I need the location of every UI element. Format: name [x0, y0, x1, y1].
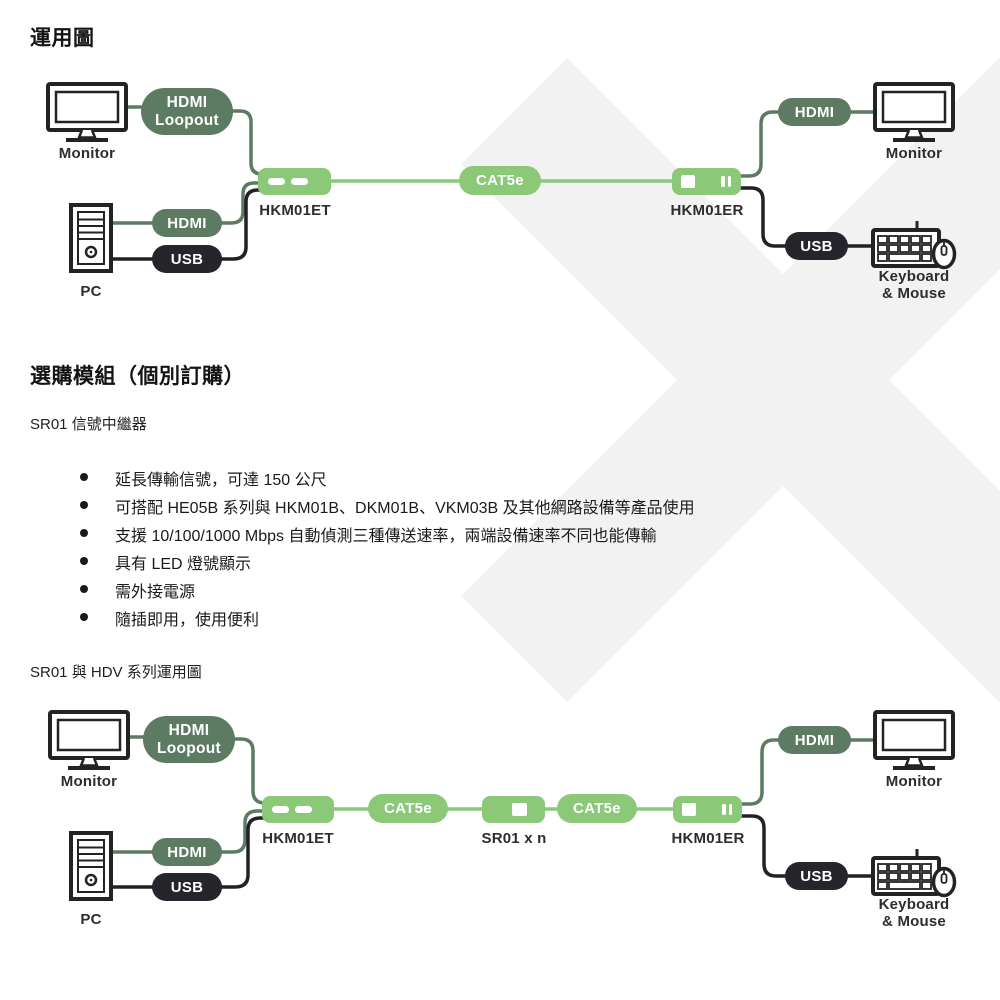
- transmitter-device: [262, 796, 334, 823]
- pill-text: Loopout: [156, 739, 222, 757]
- usb-pill: USB: [152, 245, 222, 273]
- bullet-text: 延長傳輸信號，可達 150 公尺: [115, 472, 327, 489]
- monitor-icon: [873, 82, 955, 142]
- hdmi-loopout-pill: HDMI Loopout: [141, 88, 233, 135]
- feature-bullet-list: 延長傳輸信號，可達 150 公尺 可搭配 HE05B 系列與 HKM01B、DK…: [80, 466, 930, 634]
- list-item: 延長傳輸信號，可達 150 公尺: [80, 466, 930, 494]
- bullet-text: 需外接電源: [115, 584, 196, 601]
- line-hdmi-tx: [220, 809, 270, 854]
- device-port-square: [682, 803, 696, 816]
- bullet-icon: [80, 585, 88, 593]
- device-port-dash: [291, 178, 308, 185]
- hdmi-pill: HDMI: [778, 726, 851, 754]
- transmitter-label: HKM01ET: [262, 830, 334, 847]
- device-led-bar: [721, 176, 725, 187]
- transmitter-label: HKM01ET: [259, 202, 331, 219]
- monitor-icon: [48, 710, 130, 770]
- list-item: 具有 LED 燈號顯示: [80, 550, 930, 578]
- pill-text: HDMI: [166, 94, 208, 112]
- hdmi-loopout-pill: HDMI Loopout: [143, 716, 235, 763]
- keyboard-mouse-icon: [871, 221, 957, 270]
- bullet-icon: [80, 557, 88, 565]
- label-line: Keyboard: [878, 268, 950, 285]
- label-line: Keyboard: [878, 896, 950, 913]
- device-port-dash: [268, 178, 285, 185]
- bullet-text: 可搭配 HE05B 系列與 HKM01B、DKM01B、VKM03B 及其他網路…: [115, 500, 695, 517]
- monitor-label: Monitor: [885, 773, 943, 790]
- device-port-square: [681, 175, 695, 188]
- section-caption-sr01-hdv: SR01 與 HDV 系列運用圖: [30, 664, 202, 681]
- device-led-bar: [722, 804, 726, 815]
- receiver-label: HKM01ER: [670, 202, 744, 219]
- line-rx-hdmi: [739, 110, 780, 178]
- module-name-text: SR01 信號中繼器: [30, 416, 147, 433]
- keyboard-mouse-label: Keyboard & Mouse: [871, 268, 957, 302]
- usb-pill: USB: [785, 232, 848, 260]
- line-usb-tx: [220, 816, 270, 889]
- bullet-icon: [80, 501, 88, 509]
- pc-label: PC: [80, 283, 102, 300]
- pc-icon: [69, 203, 113, 273]
- monitor-label: Monitor: [60, 773, 118, 790]
- pc-label: PC: [80, 911, 102, 928]
- usb-pill: USB: [785, 862, 848, 890]
- receiver-label: HKM01ER: [671, 830, 745, 847]
- monitor-label: Monitor: [58, 145, 116, 162]
- device-port-dash: [295, 806, 312, 813]
- monitor-icon: [46, 82, 128, 142]
- line-hdmi-tx: [220, 181, 268, 225]
- receiver-device: [672, 168, 741, 195]
- device-led-bar: [728, 804, 732, 815]
- receiver-device: [673, 796, 742, 823]
- label-line: & Mouse: [882, 284, 946, 302]
- repeater-device: [482, 796, 545, 823]
- bullet-text: 支援 10/100/1000 Mbps 自動偵測三種傳送速率，兩端設備速率不同也…: [115, 528, 657, 545]
- pc-icon: [69, 831, 113, 901]
- bullet-text: 具有 LED 燈號顯示: [115, 556, 252, 573]
- line-loopout-tx: [233, 737, 272, 805]
- line-loopout-tx: [231, 109, 268, 176]
- line-rx-usb: [739, 186, 787, 248]
- hdmi-pill: HDMI: [152, 838, 222, 866]
- device-port-square: [512, 803, 527, 816]
- device-led-bar: [727, 176, 731, 187]
- keyboard-mouse-label: Keyboard & Mouse: [871, 896, 957, 930]
- cat5e-pill: CAT5e: [557, 794, 637, 823]
- line-rx-hdmi: [740, 738, 780, 806]
- device-port-dash: [272, 806, 289, 813]
- line-rx-usb: [740, 814, 787, 878]
- cat5e-pill: CAT5e: [368, 794, 448, 823]
- section-title-application-diagram: 運用圖: [30, 27, 95, 50]
- pill-text: HDMI: [168, 722, 210, 740]
- pill-text: Loopout: [154, 111, 220, 129]
- monitor-label: Monitor: [885, 145, 943, 162]
- bullet-icon: [80, 529, 88, 537]
- list-item: 可搭配 HE05B 系列與 HKM01B、DKM01B、VKM03B 及其他網路…: [80, 494, 930, 522]
- section-title-optional-module: 選購模組（個別訂購）: [30, 365, 245, 388]
- bullet-text: 隨插即用，使用便利: [115, 612, 260, 629]
- bullet-icon: [80, 473, 88, 481]
- bullet-icon: [80, 613, 88, 621]
- list-item: 需外接電源: [80, 578, 930, 606]
- cat5e-pill: CAT5e: [459, 166, 541, 195]
- hdmi-pill: HDMI: [778, 98, 851, 126]
- list-item: 支援 10/100/1000 Mbps 自動偵測三種傳送速率，兩端設備速率不同也…: [80, 522, 930, 550]
- monitor-icon: [873, 710, 955, 770]
- transmitter-device: [258, 168, 331, 195]
- line-usb-tx: [220, 188, 268, 261]
- repeater-label: SR01 x n: [481, 830, 547, 847]
- usb-pill: USB: [152, 873, 222, 901]
- label-line: & Mouse: [882, 912, 946, 930]
- list-item: 隨插即用，使用便利: [80, 606, 930, 634]
- keyboard-mouse-icon: [871, 849, 957, 898]
- hdmi-pill: HDMI: [152, 209, 222, 237]
